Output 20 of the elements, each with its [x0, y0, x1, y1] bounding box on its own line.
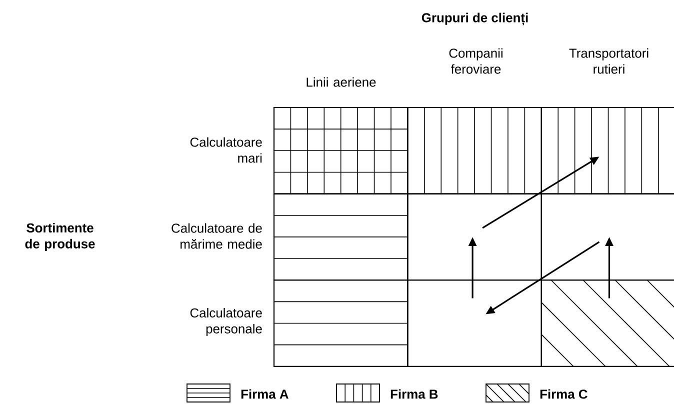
- row-header: Calculatoare mari: [190, 137, 262, 163]
- row-header: Calculatoare de mărime medie: [172, 223, 262, 249]
- axis-label: Sortimente de produse: [25, 223, 95, 251]
- table-cell: [540, 106, 674, 194]
- heading: Grupuri de clienți: [422, 12, 528, 26]
- table-cell: [540, 280, 674, 367]
- column-header: Transportatori rutieri: [569, 48, 648, 74]
- column-header: Companii feroviare: [449, 48, 502, 74]
- legend-label: Firma B: [390, 389, 438, 399]
- column-header: Linii aeriene: [306, 77, 376, 87]
- table-cell: [407, 280, 542, 367]
- table-cell: [407, 193, 542, 281]
- row-header: Calculatoare personale: [190, 308, 262, 336]
- table-cell: [540, 193, 674, 281]
- table-cell: [273, 193, 408, 281]
- legend-label: Firma C: [540, 389, 588, 399]
- legend-label: Firma A: [241, 389, 288, 399]
- table-cell: [273, 280, 408, 367]
- table-cell: [273, 106, 408, 194]
- table-cell: [407, 106, 542, 194]
